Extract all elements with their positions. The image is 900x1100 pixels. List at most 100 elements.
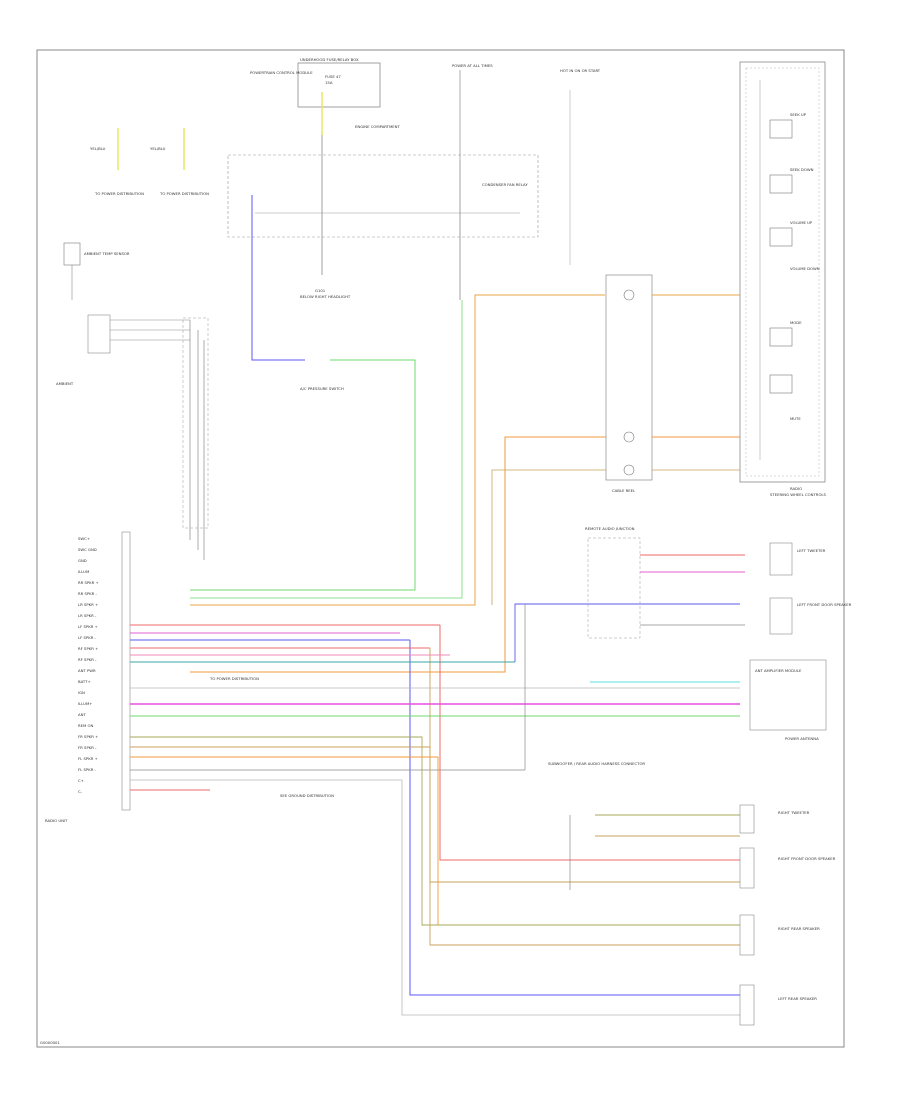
cable-reel — [605, 274, 653, 481]
radio-unit — [121, 531, 131, 811]
right-front-speaker — [739, 847, 755, 889]
switch-mute: MUTE — [769, 374, 801, 421]
diagram-frame — [36, 49, 845, 1048]
radio-pin-label: ANT PWR — [78, 668, 96, 673]
sensor-connector — [87, 314, 111, 354]
steering-panel-inner — [745, 67, 820, 477]
sensor-connector-label: AMBIENT — [56, 381, 74, 386]
antenna-module-label: ANT AMPLIFIER MODULE — [755, 668, 802, 673]
radio-pin-label: C- — [78, 789, 83, 794]
rear-harness-note: SUBWOOFER / REAR AUDIO HARNESS CONNECTOR — [548, 761, 645, 766]
orange-wire-2 — [190, 436, 606, 673]
diagram-id-label: G0000001 — [40, 1040, 60, 1045]
fuse-label: FUSE 47 — [325, 74, 341, 79]
steering-title: RADIO — [790, 486, 802, 491]
radio-pin-label: ILLUM — [78, 569, 89, 574]
mid-connector-label: A/C PRESSURE SWITCH — [300, 386, 344, 391]
radio-pin-list: SWC+ SWC GND GND ILLUM RR SPKR + RR SPKR - LR … — [78, 536, 99, 794]
svg-text:VOLUME UP: VOLUME UP — [790, 220, 813, 225]
fuse-block-label: UNDERHOOD FUSE/RELAY BOX — [300, 57, 359, 62]
reel-terminal-1 — [623, 289, 635, 301]
switch-seek-up: SEEK UP — [769, 112, 807, 139]
power-antenna-label: POWER ANTENNA — [785, 736, 819, 741]
switch-mode: MODE — [769, 320, 802, 347]
reel-terminal-2 — [623, 431, 635, 443]
wire-r-teal-up — [514, 603, 740, 662]
radio-pin-label: RF SPKR + — [78, 646, 98, 651]
relay-label: CONDENSER FAN RELAY — [482, 182, 528, 187]
radio-pin-label: SWC GND — [78, 547, 97, 552]
radio-pin-label: RR SPKR + — [78, 580, 99, 585]
right-tweeter-label: RIGHT TWEETER — [778, 810, 810, 815]
left-rear-speaker — [739, 984, 755, 1026]
ground-note: BELOW RIGHT HEADLIGHT — [300, 294, 351, 299]
steering-panel — [739, 61, 826, 483]
radio-pin-label: FL SPKR + — [78, 756, 98, 761]
radio-label: RADIO UNIT — [45, 818, 68, 823]
svg-text:SEEK DOWN: SEEK DOWN — [790, 167, 814, 172]
radio-pin-label: REM ON — [78, 723, 94, 728]
ground-label: G101 — [315, 288, 326, 293]
radio-pin-label: ILLUM+ — [78, 701, 92, 706]
radio-pin-label: BATT+ — [78, 679, 91, 684]
pcm-label: POWERTRAIN CONTROL MODULE — [250, 70, 313, 75]
right-rear-speaker — [739, 914, 755, 956]
radio-note-1: TO POWER DISTRIBUTION — [209, 676, 259, 681]
fuse-block — [297, 62, 381, 108]
radio-pin-label: FR SPKR + — [78, 734, 98, 739]
junction-box — [587, 537, 641, 639]
fuse-block-note: POWER AT ALL TIMES — [452, 63, 493, 68]
ignition-label: HOT IN ON OR START — [560, 68, 601, 73]
green-wire-2 — [190, 300, 463, 599]
wire-r-blue-drop — [409, 640, 740, 996]
right-rear-speaker-label: RIGHT REAR SPEAKER — [778, 926, 820, 931]
switch-volume-down: VOLUME DOWN — [790, 266, 820, 271]
switch-volume-up: VOLUME UP — [769, 220, 813, 247]
svg-text:VOLUME DOWN: VOLUME DOWN — [790, 266, 820, 271]
wire-l-olive-1 — [130, 736, 740, 926]
radio-pin-label: RR SPKR - — [78, 591, 98, 596]
svg-text:SEEK UP: SEEK UP — [790, 112, 807, 117]
orange-wire-1 — [190, 294, 605, 606]
shield-dashed — [182, 317, 209, 529]
radio-pin-label: LF SPKR + — [78, 624, 98, 629]
left-front-speaker-label: LEFT FRONT DOOR SPEAKER — [797, 602, 852, 607]
reel-terminal-3 — [623, 464, 635, 476]
wire-l-tan-1 — [130, 746, 740, 946]
svg-text:MUTE: MUTE — [790, 416, 801, 421]
blue-wire-top — [251, 195, 305, 361]
radio-pin-label: RF SPKR - — [78, 657, 97, 662]
wire-l-orange-1 — [130, 756, 439, 925]
radio-pin-label: C+ — [78, 778, 84, 783]
left-note-1: TO POWER DISTRIBUTION — [94, 191, 144, 196]
wire-r-red-1-drop — [439, 625, 740, 861]
svg-text:MODE: MODE — [790, 320, 802, 325]
wire-l-gray-3 — [130, 779, 740, 1016]
switch-seek-down: SEEK DOWN — [769, 167, 814, 194]
radio-pin-label: IGN — [78, 690, 85, 695]
relay-note: ENGINE COMPARTMENT — [355, 124, 401, 129]
fuse-sub: 15A — [325, 80, 333, 85]
radio-pin-label: GND — [78, 558, 87, 563]
radio-bottom-note: SEE GROUND DISTRIBUTION — [280, 793, 334, 798]
right-tweeter — [739, 804, 755, 834]
left-rear-speaker-label: LEFT REAR SPEAKER — [778, 996, 817, 1001]
left-note-2: TO POWER DISTRIBUTION — [159, 191, 209, 196]
radio-pin-label: LR SPKR - — [78, 613, 97, 618]
left-fuse-2-label: YEL/BLU — [150, 146, 166, 151]
radio-pin-label: ANT — [78, 712, 86, 717]
cable-reel-label: CABLE REEL — [612, 488, 636, 493]
left-tweeter-label: LEFT TWEETER — [797, 548, 826, 553]
steering-sub: STEERING WHEEL CONTROLS — [770, 492, 827, 497]
radio-pin-label: FR SPKR - — [78, 745, 97, 750]
left-tweeter — [769, 542, 793, 576]
relay-dash-box — [227, 154, 539, 238]
junction-label: REMOTE AUDIO JUNCTION — [585, 526, 635, 531]
left-fuse-1-label: YEL/BLU — [90, 146, 106, 151]
ambient-sensor — [63, 242, 81, 266]
radio-pin-label: SWC+ — [78, 536, 90, 541]
radio-pin-label: LR SPKR + — [78, 602, 98, 607]
right-front-speaker-label: RIGHT FRONT DOOR SPEAKER — [778, 856, 836, 861]
radio-pin-label: LF SPKR - — [78, 635, 97, 640]
